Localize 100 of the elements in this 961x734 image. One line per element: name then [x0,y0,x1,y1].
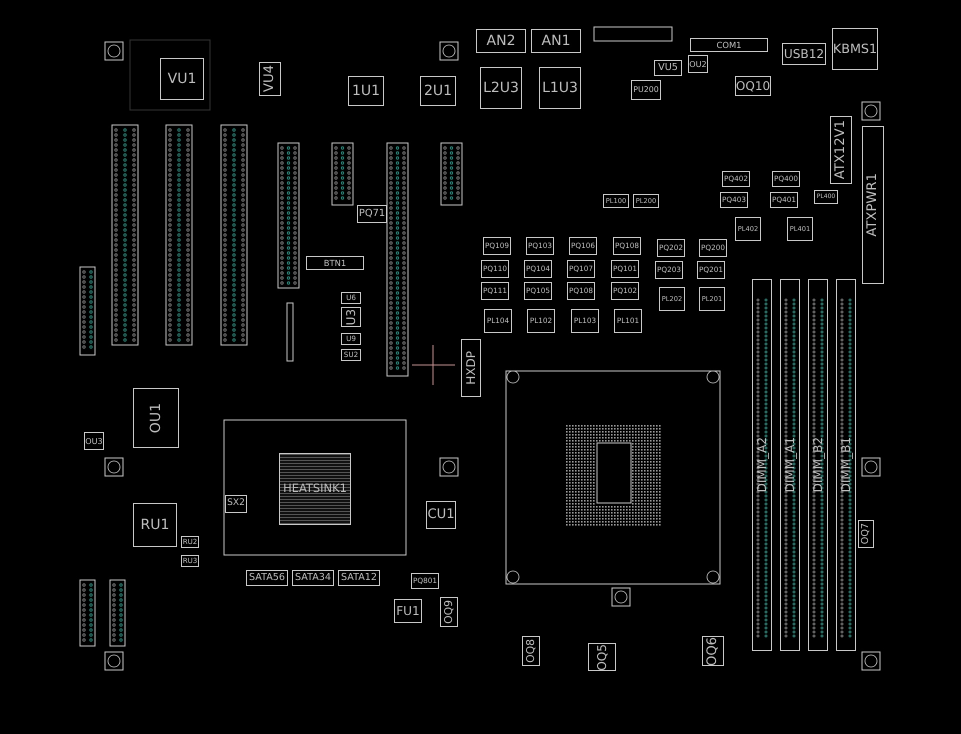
component-outline [481,260,509,278]
component-outline [858,520,874,548]
component-outline [341,307,361,327]
component-outline [440,597,458,627]
reference-designator: 1U1 [352,84,380,98]
component-outline [633,194,659,208]
component-outline [279,453,351,525]
reference-designator: KBMS1 [832,42,878,56]
component-outline [481,282,509,300]
component-outline [720,192,748,208]
component-outline [569,237,597,255]
component-outline [782,43,826,65]
component-outline [484,309,512,333]
reference-designator: PQ71 [358,209,386,219]
component-outline [770,192,798,208]
component-outline [225,495,247,513]
component-outline [688,55,708,73]
component-outline [84,432,104,450]
component-outline [655,261,683,279]
component-outline [603,194,629,208]
component-outline [697,261,725,279]
reference-designator: AN2 [486,34,516,48]
reference-designator: DIMM_A2 [756,437,768,493]
reference-designator: OQ7 [861,523,871,545]
reference-designator: AN1 [542,34,570,48]
component-outline [614,309,642,333]
component-outline [426,501,456,529]
component-outline [527,309,555,333]
component-outline [420,76,456,106]
reference-designator: OQ9 [444,600,454,624]
component-outline [631,80,661,100]
component-outline [531,29,581,53]
reference-designator: ATX12V1 [834,120,848,180]
component-outline [702,636,724,666]
component-outline [832,28,878,70]
reference-designator: VU5 [658,63,678,73]
component-outline [306,256,364,270]
component-outline [613,237,641,255]
component-outline [259,62,281,96]
reference-designator: SATA56 [249,573,285,583]
reference-designator: BTN1 [324,258,346,268]
component-outline [160,58,204,100]
component-outline [348,76,384,106]
component-outline [722,171,750,187]
component-outline [524,260,552,278]
component-outline [133,503,177,547]
component-outline [657,239,685,257]
component-outline [699,239,727,257]
reference-designator: L1U3 [542,81,578,95]
component-outline [699,287,725,311]
component-outline [292,570,334,586]
component-outline [411,573,439,589]
component-outline [735,76,771,96]
component-outline [483,237,511,255]
reference-designator: OQ6 [706,636,720,666]
component-outline [814,190,838,204]
reference-designator: HXDP [465,351,477,385]
component-outline [752,279,772,651]
component-outline [394,599,422,623]
component-outline [588,643,616,671]
component-outline [659,287,685,311]
reference-designator: OU1 [149,402,163,434]
component-outline [567,260,595,278]
reference-designator: OQ8 [526,639,536,663]
component-outline [480,67,522,109]
component-outline [690,38,768,52]
reference-designator: COM1 [716,40,742,50]
reference-designator: U3 [345,308,357,326]
reference-designator: DIMM_A1 [784,437,796,493]
reference-designator: VU4 [263,65,277,93]
reference-designator: ATXPWR1 [866,173,880,237]
component-outline [787,217,813,241]
component-outline [341,349,361,361]
component-outline [524,282,552,300]
component-outline [526,237,554,255]
component-outline [830,116,852,184]
component-outline [862,126,884,284]
component-outline [808,279,828,651]
component-outline [246,570,288,586]
reference-designator: USB12 [784,48,824,60]
component-outline [476,29,526,53]
component-outline [338,570,380,586]
component-outline [735,217,761,241]
reference-designator: SATA34 [295,573,331,583]
reference-designator: RU1 [140,518,170,532]
component-outline [836,279,856,651]
component-outline [611,260,639,278]
component-outline [772,171,800,187]
component-outline [461,339,481,397]
reference-designator: SX2 [227,499,245,509]
reference-designator: L2U3 [483,81,519,95]
reference-designator: OQ5 [596,644,608,670]
reference-designator: OU2 [689,60,707,68]
reference-designator: HEATSINK1 [283,483,347,495]
reference-designator: FU1 [396,604,420,618]
reference-designator: SATA12 [341,573,377,583]
component-outline [522,636,540,666]
component-outline [357,205,387,223]
component-outline [341,292,361,304]
reference-designator: DIMM_B1 [840,437,852,493]
